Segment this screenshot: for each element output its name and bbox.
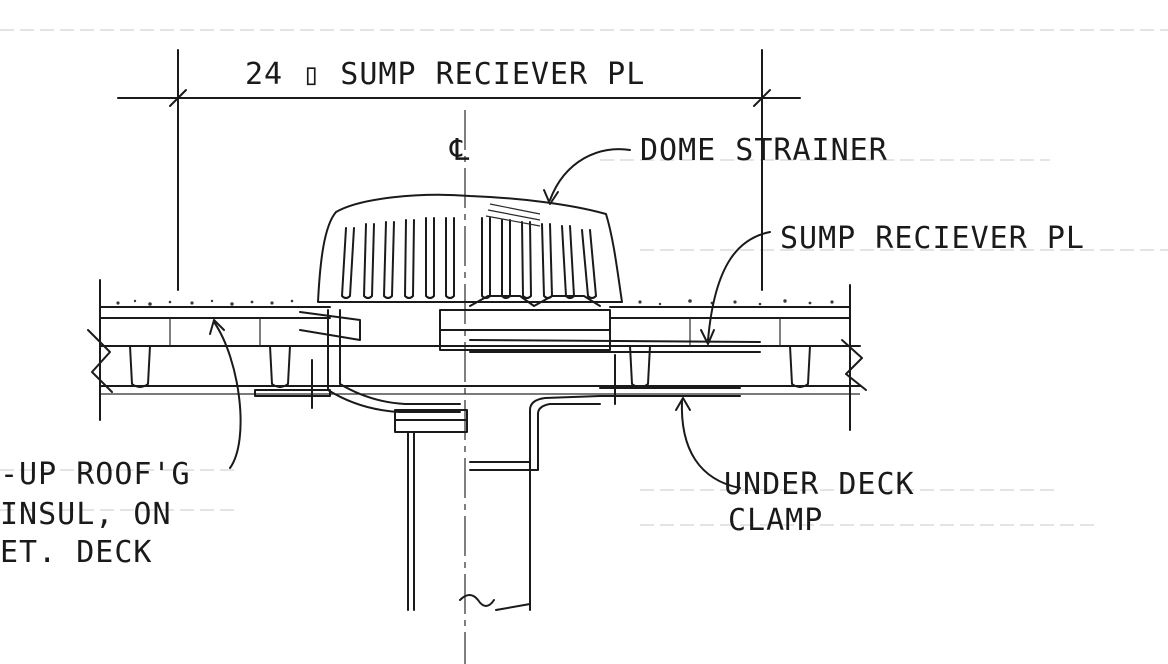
roofing-label-line1: -UP ROOF'G — [0, 457, 191, 492]
dimension-line — [117, 49, 801, 291]
drain-body — [311, 309, 616, 433]
centerline-symbol: ℄ — [449, 133, 470, 168]
clamp-label-line1: UNDER DECK — [724, 467, 915, 502]
roofing-label-line3: ET. DECK — [0, 535, 153, 570]
background-guides — [0, 29, 1168, 526]
leader-arrows — [209, 148, 771, 489]
dome-strainer-label: DOME STRAINER — [640, 133, 888, 168]
sump-receiver-label: SUMP RECIEVER PL — [780, 221, 1085, 256]
leader-pipe — [407, 395, 601, 611]
sump-receiver-plate — [254, 311, 761, 397]
clamp-label-line2: CLAMP — [728, 503, 823, 538]
roofing-label-line2: INSUL, ON — [0, 497, 172, 532]
dome-strainer — [317, 193, 623, 307]
dimension-label: 24 ▯ SUMP RECIEVER PL — [245, 57, 645, 92]
